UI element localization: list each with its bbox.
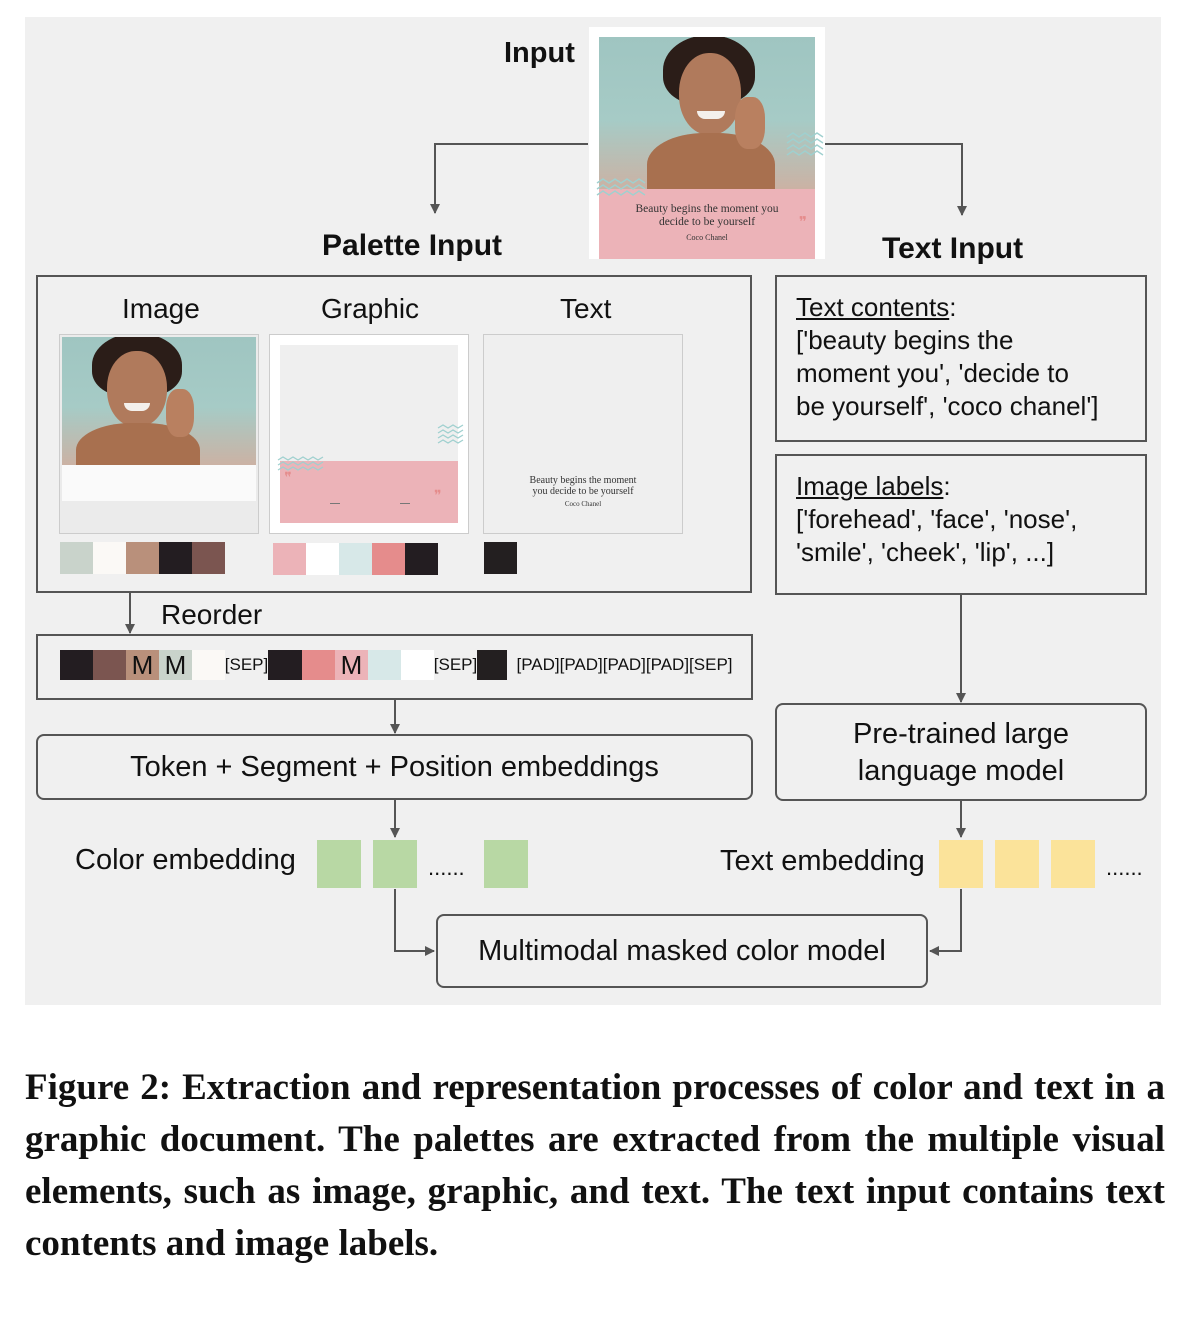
text-contents-line: moment you', 'decide to <box>796 358 1069 388</box>
llm-box: Pre-trained large language model <box>775 703 1147 801</box>
multimodal-model-box: Multimodal masked color model <box>436 914 928 988</box>
color-embedding-label: Color embedding <box>75 844 296 876</box>
text-contents-heading: Text contents <box>796 292 950 322</box>
palette-swatch <box>306 543 339 575</box>
poster-quote-line2: decide to be yourself <box>658 216 756 228</box>
text-panel-line1: Beauty begins the moment <box>529 475 637 486</box>
palette-swatch <box>60 542 93 574</box>
column-text-label: Text <box>560 293 612 324</box>
text-element-panel: Beauty begins the moment you decide to b… <box>483 334 683 534</box>
text-contents-box: Text contents: ['beauty begins the momen… <box>775 275 1147 442</box>
text-panel-author: Coco Chanel <box>564 500 602 508</box>
text-embedding-chip <box>995 840 1039 888</box>
portrait-image <box>62 337 256 465</box>
image-labels-box: Image labels: ['forehead', 'face', 'nose… <box>775 454 1147 595</box>
palette-swatch <box>159 542 192 574</box>
image-labels-line: ['forehead', 'face', 'nose', <box>796 504 1078 534</box>
sequence-box <box>36 634 753 700</box>
masked-token: M <box>335 650 368 680</box>
color-token <box>401 650 434 680</box>
llm-line2: language model <box>857 755 1065 787</box>
zigzag-decoration-icon <box>437 424 464 444</box>
text-embedding-chip <box>939 840 983 888</box>
masked-token: M <box>159 650 192 680</box>
pad-tokens: [PAD][PAD][PAD][PAD][SEP] <box>516 655 733 674</box>
palette-input-box <box>36 275 752 593</box>
poster-quote-line1: Beauty begins the moment you <box>635 203 779 215</box>
palette-swatch <box>273 543 306 575</box>
color-token <box>477 650 507 680</box>
palette-swatch <box>405 543 438 575</box>
text-embedding-chip <box>1051 840 1095 888</box>
sep-token: [SEP] <box>224 655 269 674</box>
color-token <box>93 650 126 680</box>
figure-caption: Figure 2: Extraction and representation … <box>25 1067 1165 1264</box>
zigzag-decoration-icon <box>596 178 646 196</box>
palette-swatch <box>484 542 517 574</box>
color-token <box>60 650 93 680</box>
palette-swatch <box>93 542 126 574</box>
poster-quote-panel: Beauty begins the moment you decide to b… <box>599 189 815 259</box>
palette-input-label: Palette Input <box>322 229 503 262</box>
color-token <box>302 650 335 680</box>
zigzag-decoration-icon <box>786 132 824 156</box>
reorder-label: Reorder <box>161 599 263 630</box>
quote-mark-icon: ❞ <box>284 469 292 485</box>
color-token <box>268 650 302 680</box>
poster-author: Coco Chanel <box>686 233 728 242</box>
palette-swatch <box>192 542 225 574</box>
palette-swatch <box>372 543 405 575</box>
column-image-label: Image <box>122 293 200 324</box>
text-contents-line: be yourself', 'coco chanel'] <box>796 391 1099 421</box>
image-labels-line: 'smile', 'cheek', 'lip', ...] <box>796 537 1055 567</box>
color-embedding-chip <box>317 840 361 888</box>
llm-line1: Pre-trained large <box>853 718 1069 750</box>
text-embedding-label: Text embedding <box>720 845 925 877</box>
graphic-pink-band <box>280 461 458 523</box>
color-embedding-chip <box>373 840 417 888</box>
color-token <box>368 650 401 680</box>
connector-arrows <box>125 143 967 956</box>
image-element-panel <box>59 334 259 534</box>
palette-swatch <box>126 542 159 574</box>
graphic-element-panel: ❞ ❞ <box>269 334 469 534</box>
text-embedding-ellipsis: ...... <box>1106 855 1143 880</box>
portrait-image <box>599 37 815 189</box>
column-graphic-label: Graphic <box>321 293 420 324</box>
zigzag-decoration-icon <box>277 456 324 471</box>
input-poster: Beauty begins the moment you decide to b… <box>589 27 825 259</box>
quote-mark-icon: ❞ <box>798 215 807 231</box>
sep-token: [SEP] <box>433 655 478 674</box>
masked-token: M <box>126 650 159 680</box>
text-input-label: Text Input <box>882 232 1024 265</box>
color-embedding-chip <box>484 840 528 888</box>
palette-swatch <box>339 543 372 575</box>
quote-mark-icon: ❞ <box>434 487 442 503</box>
image-labels-heading: Image labels <box>796 471 944 501</box>
text-contents-line: ['beauty begins the <box>796 325 1014 355</box>
color-embedding-ellipsis: ...... <box>428 855 465 880</box>
input-label: Input <box>504 37 575 69</box>
embeddings-box: Token + Segment + Position embeddings <box>36 734 753 800</box>
figure-diagram: Input Beauty begins the moment you decid… <box>25 17 1161 1005</box>
text-panel-line2: you decide to be yourself <box>532 486 634 497</box>
color-token <box>192 650 225 680</box>
